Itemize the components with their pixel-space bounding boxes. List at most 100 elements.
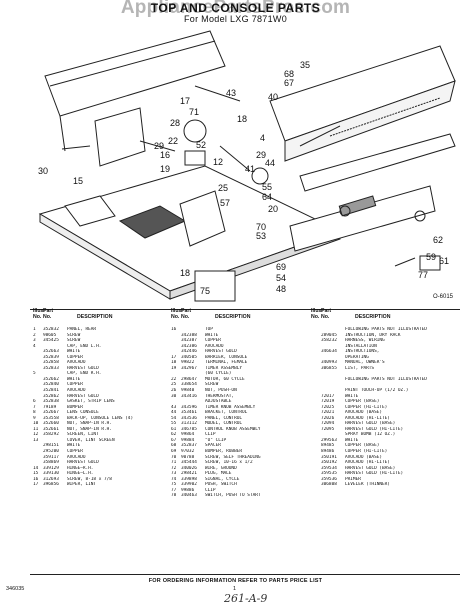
part-description: LIST, PARTS bbox=[345, 365, 375, 371]
illus-number: 8 bbox=[33, 410, 36, 416]
part-number: 340993 bbox=[321, 360, 337, 366]
callout-17: 17 bbox=[180, 96, 190, 106]
callout-55: 55 bbox=[262, 182, 272, 192]
part-number: 339898 bbox=[181, 476, 197, 482]
illus-number: 73 bbox=[171, 471, 177, 477]
part-description: NUT, SNAP-IN R.H. bbox=[67, 421, 112, 427]
callout-41: 41 bbox=[245, 164, 255, 174]
part-number: 306808 bbox=[321, 482, 337, 488]
part-description: HARVEST GOLD (BASE) bbox=[345, 465, 396, 471]
part-description: HARVEST GOLD bbox=[67, 365, 99, 371]
part-number: 352662 bbox=[43, 376, 59, 382]
illus-number: 10 bbox=[33, 421, 39, 427]
part-number: 90788 bbox=[181, 454, 195, 460]
part-number: 359535 bbox=[321, 471, 337, 477]
part-description: FOLLOWING PARTS NOT ILLUSTRATED bbox=[345, 327, 427, 332]
part-description: BACK-UP, CONSOLE LENS (4) bbox=[67, 415, 134, 421]
callout-71: 71 bbox=[189, 107, 199, 117]
illus-number: 6 bbox=[33, 399, 36, 405]
callout-19: 19 bbox=[160, 164, 170, 174]
part-row: OPERATING bbox=[311, 355, 461, 361]
part-description: SCREW, 8-18 x 7/8 bbox=[67, 476, 112, 482]
part-description: SPRAY BOMB (12 OZ.) bbox=[345, 432, 396, 438]
part-description: COPPER (HI-LITE) bbox=[345, 449, 388, 455]
part-number: 289045 bbox=[321, 332, 337, 338]
part-description: CAP, END R.H. bbox=[67, 371, 102, 377]
part-number: 338654 bbox=[181, 382, 197, 388]
part-description: COVER, LINT SCREEN bbox=[67, 437, 115, 443]
callout-29b: 29 bbox=[256, 150, 266, 160]
part-number: 298421 bbox=[181, 471, 197, 477]
callout-25: 25 bbox=[218, 183, 228, 193]
part-description: COPPER bbox=[67, 382, 83, 388]
callout-40: 40 bbox=[268, 92, 278, 102]
part-description: HARNESS, WIRING bbox=[345, 338, 385, 344]
part-row: ADJUSTABLE bbox=[171, 399, 311, 405]
part-number: 359117 bbox=[43, 454, 59, 460]
part-number: 346785 bbox=[181, 426, 197, 432]
page-number: 1 bbox=[233, 586, 237, 592]
callout-48: 48 bbox=[276, 284, 286, 294]
part-number: 342967 bbox=[181, 365, 197, 371]
model-subtitle: For Model LXG 7871W0 bbox=[183, 14, 288, 24]
column-header: Illus.Part No.No.DESCRIPTION bbox=[171, 308, 251, 320]
part-number: 358869 bbox=[43, 460, 59, 466]
part-description: TERMINAL, FEMALE bbox=[205, 360, 248, 366]
illus-number: 69 bbox=[171, 449, 177, 455]
callout-20: 20 bbox=[268, 204, 278, 214]
table-bottom-rule bbox=[30, 574, 460, 575]
part-number: 340505 bbox=[181, 354, 197, 360]
part-row: 352833 HARVEST GOLD bbox=[33, 366, 173, 372]
part-description: HARVEST GOLD (BASE) bbox=[345, 421, 396, 427]
part-description: AVOCADO (BASE) bbox=[345, 410, 383, 416]
part-description: WIPER, LINT bbox=[67, 482, 97, 488]
part-description: AVOCADO bbox=[67, 454, 86, 460]
illus-number: 77 bbox=[171, 487, 177, 493]
part-description: HARVEST GOLD (HI-LITE) bbox=[345, 426, 404, 432]
illus-number: 19 bbox=[171, 365, 177, 371]
part-number: 352833 bbox=[43, 365, 59, 371]
part-description: AVOCADO bbox=[67, 388, 86, 394]
part-number: 97032 bbox=[181, 449, 195, 455]
part-description: WHITE bbox=[67, 443, 81, 449]
part-description: INSTALLATION bbox=[345, 343, 377, 349]
part-number: 359534 bbox=[321, 465, 337, 471]
part-number: 342386 bbox=[181, 343, 197, 349]
part-description: NUT, PUSH-ON bbox=[205, 388, 237, 394]
parts-column-3: Illus.Part No.No.DESCRIPTION FOLLOWING P… bbox=[311, 308, 461, 488]
part-description: AVOCADO (HI-LITE) bbox=[345, 460, 390, 466]
callout-70: 70 bbox=[256, 222, 266, 232]
part-description: TOP bbox=[205, 327, 213, 332]
part-row: 289045 INSTRUCTION, DRY RACK bbox=[311, 333, 461, 339]
part-number: 79189 bbox=[43, 404, 57, 410]
part-description: SCREW bbox=[67, 338, 81, 344]
part-description: INSTRUCTION, DRY RACK bbox=[345, 332, 401, 338]
illus-number: 16 bbox=[33, 476, 39, 482]
part-number: 343416 bbox=[181, 393, 197, 399]
part-description: CAP, END L.H. bbox=[67, 343, 102, 349]
part-number: 298647 bbox=[181, 376, 197, 382]
illus-number: 68 bbox=[171, 443, 177, 449]
part-description: HINGE—L.H. bbox=[67, 471, 94, 477]
